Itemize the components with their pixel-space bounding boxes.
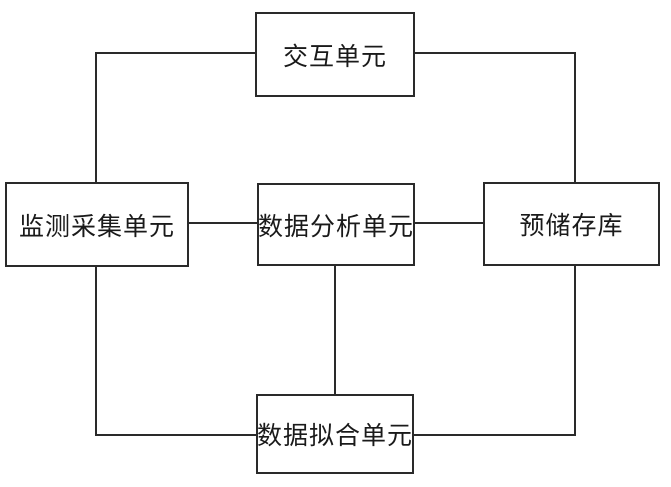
node-data-fitting-unit-label: 数据拟合单元 (257, 422, 414, 450)
node-data-fitting-unit: 数据拟合单元 (256, 394, 414, 474)
connector-storage-to-fitting-vertical (574, 264, 576, 436)
node-monitoring-collection-unit-label: 监测采集单元 (18, 212, 175, 241)
node-monitoring-collection-unit: 监测采集单元 (5, 182, 189, 267)
connector-monitor-to-fitting-horizontal (95, 434, 257, 436)
node-data-analysis-unit: 数据分析单元 (257, 183, 415, 266)
node-interaction-unit: 交互单元 (255, 12, 415, 97)
node-pre-storage-repository-label: 预储存库 (519, 212, 624, 240)
connector-analysis-to-fitting (334, 265, 336, 395)
connector-interaction-to-monitor-horizontal (95, 52, 257, 54)
node-interaction-unit-label: 交互单元 (282, 42, 387, 71)
connector-storage-to-fitting-horizontal (413, 434, 576, 436)
connector-analysis-to-storage (414, 222, 484, 224)
node-data-analysis-unit-label: 数据分析单元 (258, 212, 415, 241)
connector-interaction-to-storage-vertical (574, 52, 576, 183)
node-pre-storage-repository: 预储存库 (483, 182, 660, 266)
connector-interaction-to-monitor-vertical (95, 52, 97, 183)
connector-interaction-to-storage-horizontal (413, 52, 576, 54)
connector-monitor-to-fitting-vertical (95, 266, 97, 436)
connector-monitor-to-analysis (188, 222, 258, 224)
